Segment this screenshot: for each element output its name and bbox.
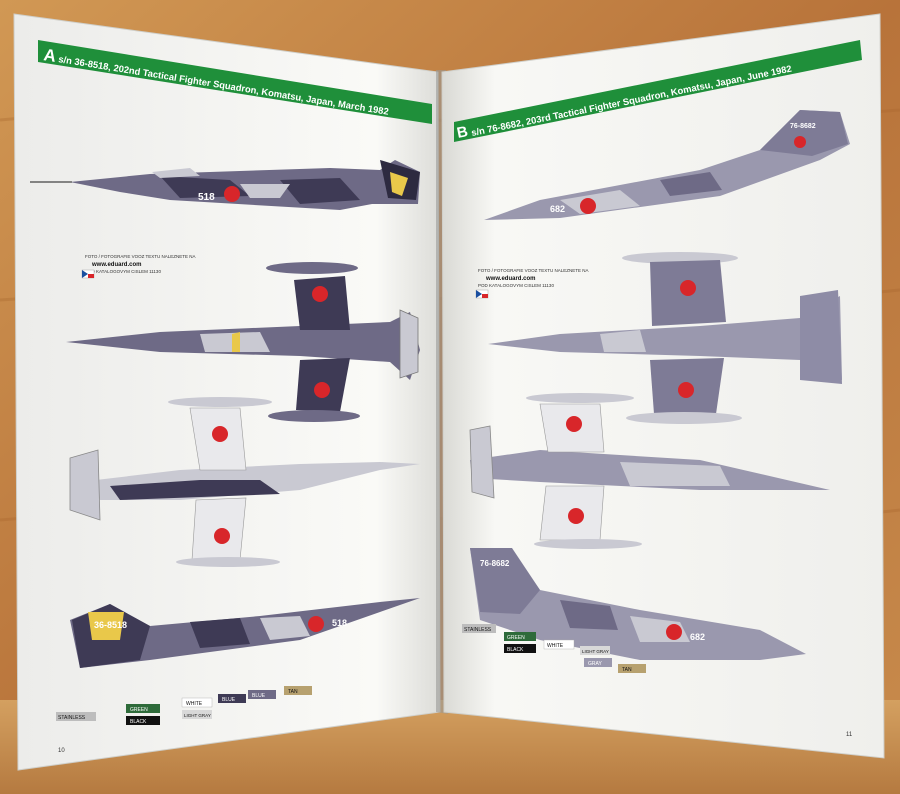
left-aircraft-top-view [66,262,420,422]
left-aircraft-bottom-view [69,397,420,567]
svg-text:LIGHT GRAY: LIGHT GRAY [582,649,609,654]
left-color-legend: STAINLESS GREEN BLACK WHITE LIGHT GRAY B… [56,686,312,725]
right-tail-serial-bottom: 76-8682 [480,559,510,568]
svg-text:BLACK: BLACK [507,647,524,653]
svg-text:POD KATALOGOVYM CISLEM 11130: POD KATALOGOVYM CISLEM 11130 [478,283,554,288]
svg-text:www.eduard.com: www.eduard.com [485,276,535,282]
svg-text:GREEN: GREEN [130,707,148,713]
left-page-number: 10 [58,748,65,754]
left-nose-number-bottom: 518 [332,618,347,628]
svg-text:BLACK: BLACK [130,719,147,725]
left-aircraft-side-top: 518 [30,160,420,210]
svg-text:POD KATALOGOVYM CISLEM 11130: POD KATALOGOVYM CISLEM 11130 [85,269,161,274]
left-tail-serial: 36-8518 [94,620,127,630]
right-aircraft-top-view [488,252,842,424]
right-aircraft-side-top: 682 76-8682 [484,110,850,220]
svg-text:FOTO / FOTOGRAFIE VOOZ TEXTU N: FOTO / FOTOGRAFIE VOOZ TEXTU NALEZNETE N… [85,254,196,259]
left-banner [38,40,432,124]
right-aircraft-bottom-view [469,393,830,549]
left-aircraft-side-bottom: 36-8518 518 [70,598,420,668]
right-czech-note: FOTO / FOTOGRAFIE VOOZ TEXTU NALEZNETE N… [475,268,589,299]
svg-text:BLUE: BLUE [252,693,266,699]
svg-text:WHITE: WHITE [547,643,564,649]
right-page-number: 11 [846,732,853,738]
left-nose-number-top: 518 [198,192,215,203]
svg-text:TAN: TAN [622,667,632,673]
left-czech-note: FOTO / FOTOGRAFIE VOOZ TEXTU NALEZNETE N… [81,254,196,279]
right-aircraft-side-bottom: 76-8682 682 [470,548,806,660]
svg-text:LIGHT GRAY: LIGHT GRAY [184,713,211,718]
right-nose-number-top: 682 [550,204,565,214]
svg-text:GREEN: GREEN [507,635,525,641]
left-banner-letter: A [42,45,57,66]
svg-text:BLUE: BLUE [222,697,236,703]
right-banner-letter: B [455,123,469,142]
right-page: B s/n 76-8682, 203rd Tactical Fighter Sq… [441,13,885,759]
svg-text:www.eduard.com: www.eduard.com [91,262,141,268]
right-nose-number-bottom: 682 [690,632,705,642]
svg-text:TAN: TAN [288,689,298,695]
svg-text:STAINLESS: STAINLESS [58,715,86,721]
svg-text:STAINLESS: STAINLESS [464,627,492,633]
right-tail-serial-top: 76-8682 [790,123,816,130]
svg-text:WHITE: WHITE [186,701,203,707]
right-banner [454,40,862,142]
right-color-legend: STAINLESS GREEN BLACK WHITE LIGHT GRAY G… [462,624,646,673]
svg-text:GRAY: GRAY [588,661,602,667]
svg-text:FOTO / FOTOGRAFIE VOOZ TEXTU N: FOTO / FOTOGRAFIE VOOZ TEXTU NALEZNETE N… [478,268,589,273]
left-page: A s/n 36-8518, 202nd Tactical Fighter Sq… [13,13,441,771]
